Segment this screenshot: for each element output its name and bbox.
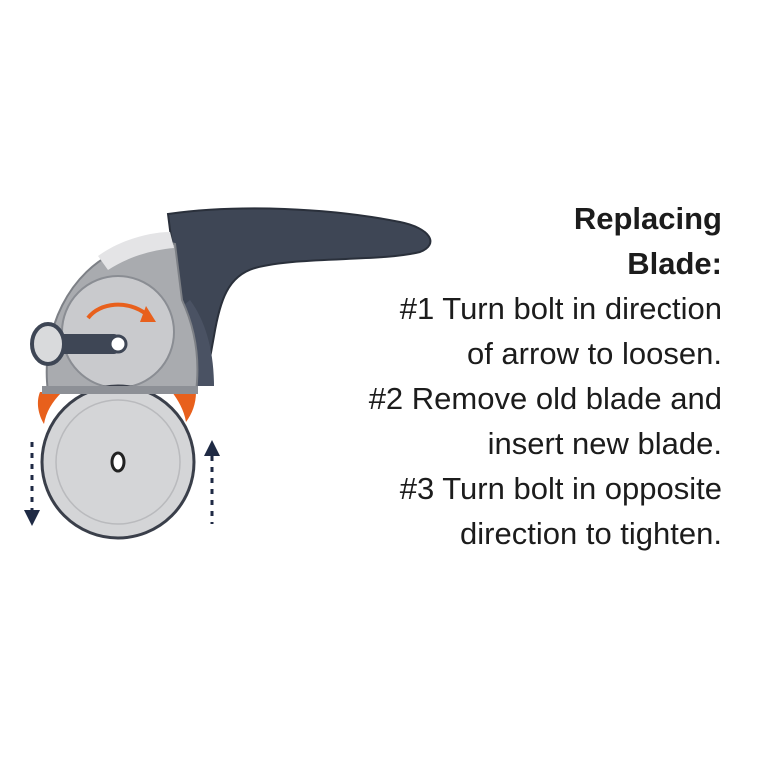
guard-bottom-bar <box>42 386 198 394</box>
guard-highlight <box>98 232 174 270</box>
accent-right <box>172 392 196 422</box>
insert-arrow-head-icon <box>204 440 220 456</box>
loosen-arrow-head <box>140 306 156 322</box>
accent-left <box>37 392 62 424</box>
blade-replacement-instructions: Replacing Blade: #1 Turn bolt in directi… <box>282 196 722 556</box>
bolt-center <box>108 334 128 354</box>
step-2-line-1: #2 Remove old blade and <box>368 381 722 416</box>
step-3-line-1: #3 Turn bolt in opposite <box>399 471 722 506</box>
step-3-line-2: direction to tighten. <box>460 516 722 551</box>
bolt-knob <box>30 322 66 366</box>
instructions-title-line-1: Replacing <box>573 201 722 236</box>
instructions-title-line-2: Blade: <box>627 246 722 281</box>
remove-arrow-head-icon <box>24 510 40 526</box>
guard-hub <box>61 275 175 389</box>
bolt-shaft <box>58 334 118 354</box>
blade-inner-ring <box>55 399 181 525</box>
blade-hole <box>110 451 126 473</box>
step-1-line-2: of arrow to loosen. <box>466 336 722 371</box>
step-1-line-1: #1 Turn bolt in direction <box>399 291 722 326</box>
step-2-line-2: insert new blade. <box>487 426 722 461</box>
loosen-arrow-icon <box>86 302 148 320</box>
